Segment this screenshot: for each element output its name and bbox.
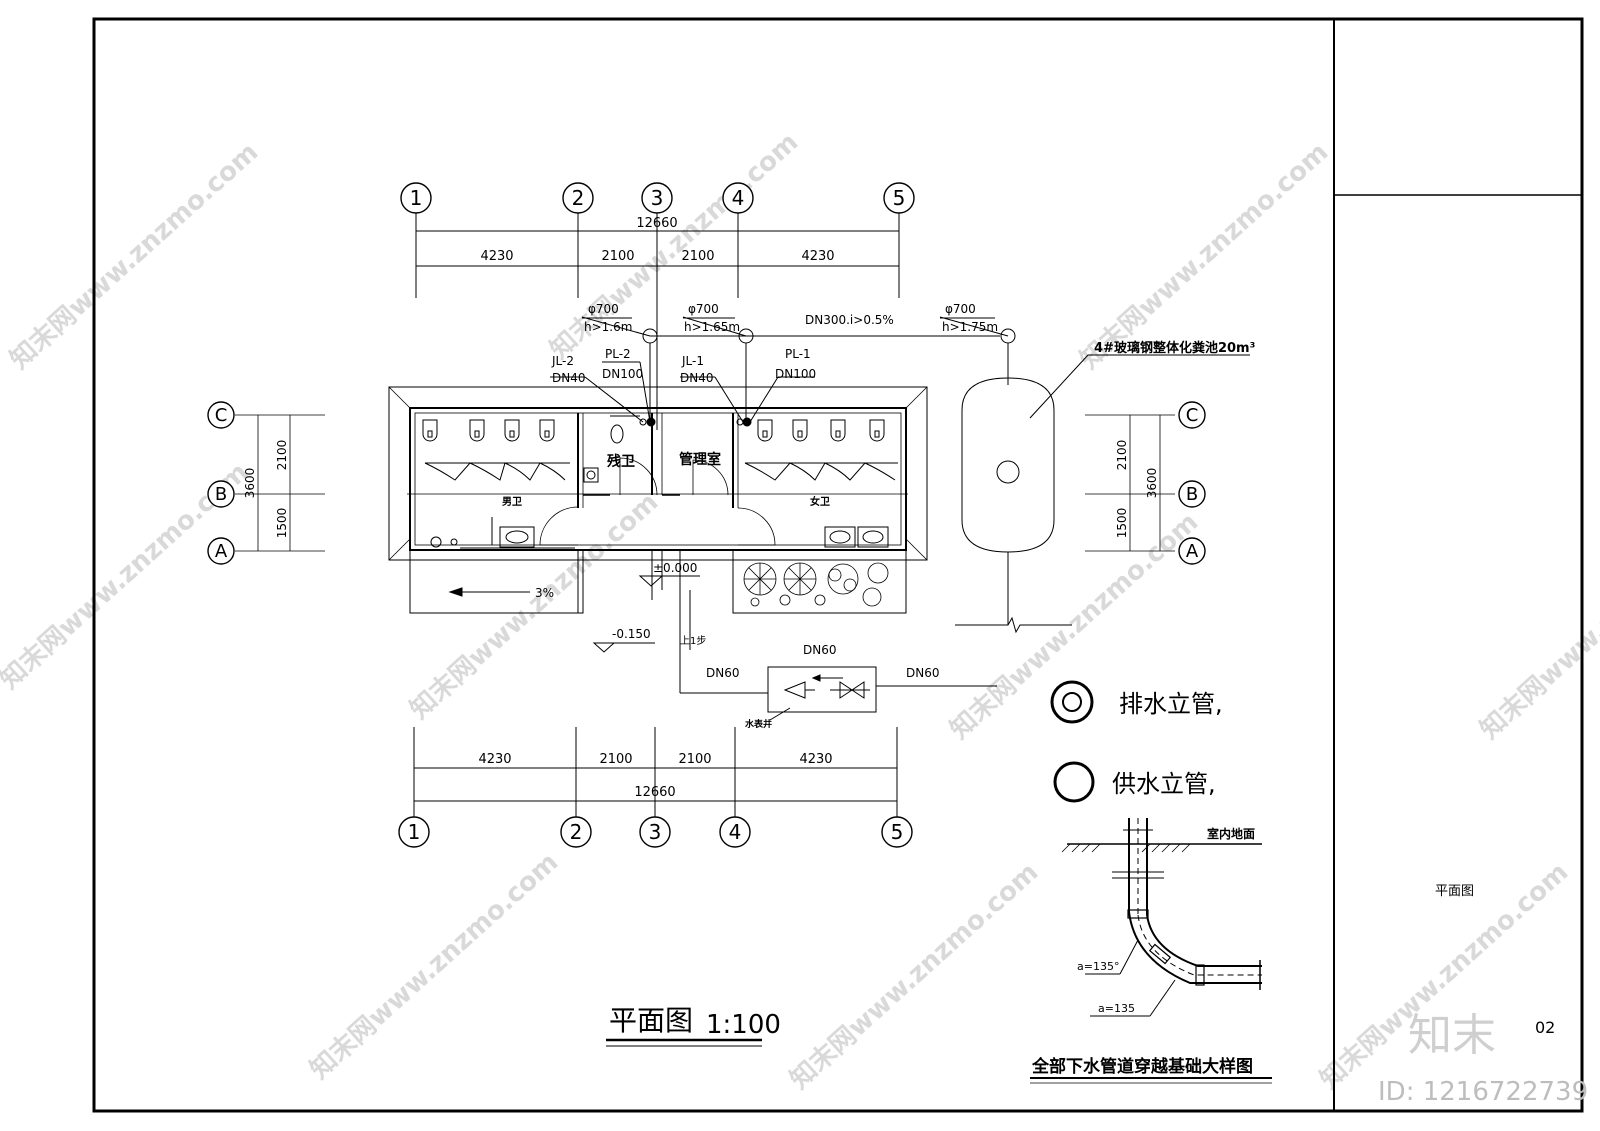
septic-tank bbox=[955, 354, 1250, 634]
step-label: 上1步 bbox=[680, 635, 706, 647]
riser-pl1-name: PL-1 bbox=[785, 347, 811, 361]
dim-row-3600-right: 3600 bbox=[1145, 468, 1159, 499]
dim-span-4-bottom: 4230 bbox=[799, 752, 832, 767]
grid-label-1: 1 bbox=[410, 186, 423, 210]
urinals-women bbox=[744, 419, 898, 481]
row-label-c-right: C bbox=[1186, 405, 1199, 426]
plan-title: 平面图 bbox=[609, 1004, 693, 1037]
detail-angle-2: a=135 bbox=[1098, 1002, 1135, 1015]
grid-label-5: 5 bbox=[893, 186, 906, 210]
riser-jl2-name: JL-2 bbox=[551, 354, 574, 368]
planting-bed bbox=[743, 562, 889, 607]
dim-row-2100-right: 2100 bbox=[1115, 440, 1129, 471]
plan-scale: 1:100 bbox=[706, 1010, 781, 1040]
watermark-logo: 知末 bbox=[1408, 1010, 1496, 1061]
legend-drain-riser: 排水立管, bbox=[1119, 690, 1223, 718]
watermark-id: ID: 1216722739 bbox=[1378, 1077, 1588, 1107]
bottom-dimension-lines bbox=[413, 727, 898, 818]
plumbing-fixtures bbox=[430, 415, 889, 549]
row-grid-bubbles bbox=[207, 401, 1206, 565]
top-dimension-lines bbox=[415, 213, 900, 430]
dim-row-2100-left: 2100 bbox=[275, 440, 289, 471]
dim-span-4: 4230 bbox=[801, 249, 834, 264]
water-right-pipe-label: DN60 bbox=[906, 666, 940, 680]
riser-jl2-size: DN40 bbox=[552, 371, 586, 385]
row-label-c-left: C bbox=[215, 405, 228, 426]
dim-total-bottom: 12660 bbox=[634, 785, 675, 800]
watermark-text: 知末网www.znzmo.com bbox=[785, 857, 1045, 1095]
level-outside: -0.150 bbox=[612, 627, 651, 641]
watermark-text: 知末网www.znzmo.com bbox=[305, 847, 565, 1085]
legend-symbols bbox=[1050, 680, 1095, 803]
watermark-text: 知末网www.znzmo.com bbox=[5, 137, 265, 375]
manhole-3-dia: φ700 bbox=[945, 302, 976, 316]
dim-span-2-bottom: 2100 bbox=[599, 752, 632, 767]
watermark-text: 知末网www.znzmo.com bbox=[405, 487, 665, 725]
legend-supply-riser: 供水立管, bbox=[1112, 770, 1216, 798]
dim-row-3600-left: 3600 bbox=[243, 468, 257, 499]
grid-label-3: 3 bbox=[651, 186, 664, 210]
water-meter-pipe-label: DN60 bbox=[803, 643, 837, 657]
detail-title: 全部下水管道穿越基础大样图 bbox=[1031, 1056, 1253, 1077]
grid-label-2: 2 bbox=[572, 186, 585, 210]
room-disabled-label: 残卫 bbox=[607, 453, 635, 470]
dim-span-1-bottom: 4230 bbox=[478, 752, 511, 767]
title-block-sheet-no: 02 bbox=[1535, 1018, 1555, 1037]
level-marks bbox=[448, 575, 700, 653]
dim-row-1500-left: 1500 bbox=[275, 508, 289, 539]
dim-total-top: 12660 bbox=[636, 216, 677, 231]
septic-tank-label: 4#玻璃钢整体化粪池20m³ bbox=[1094, 340, 1255, 356]
row-label-a-left: A bbox=[215, 541, 228, 562]
riser-pl2-size: DN100 bbox=[602, 367, 643, 381]
grid-label-1-bottom: 1 bbox=[408, 820, 421, 844]
dim-span-3-bottom: 2100 bbox=[678, 752, 711, 767]
grid-label-2-bottom: 2 bbox=[570, 820, 583, 844]
plan-title-underline bbox=[606, 1038, 762, 1047]
urinals-men bbox=[422, 419, 570, 481]
sewer-pipe-label: DN300.i>0.5% bbox=[805, 313, 894, 327]
row-label-b-right: B bbox=[1186, 484, 1198, 505]
grid-label-4: 4 bbox=[732, 186, 745, 210]
dim-row-1500-right: 1500 bbox=[1115, 508, 1129, 539]
detail-angle-1: a=135° bbox=[1077, 960, 1119, 973]
manhole-2-depth: h>1.65m bbox=[684, 320, 740, 334]
water-meter-well-label: 水表井 bbox=[745, 718, 772, 730]
watermark-layer: 知末网www.znzmo.com 知末网www.znzmo.com 知末网www… bbox=[0, 127, 1600, 1095]
grid-label-4-bottom: 4 bbox=[729, 820, 742, 844]
water-supply-line bbox=[679, 550, 997, 721]
room-management-label: 管理室 bbox=[679, 451, 721, 468]
slope-label: 3% bbox=[535, 586, 554, 600]
drawing-frame bbox=[92, 17, 1584, 1113]
room-men-label: 男卫 bbox=[502, 496, 522, 508]
dim-span-3: 2100 bbox=[681, 249, 714, 264]
building-outline bbox=[388, 386, 928, 614]
dim-span-2: 2100 bbox=[601, 249, 634, 264]
grid-label-5-bottom: 5 bbox=[891, 820, 904, 844]
title-block-sheet-name: 平面图 bbox=[1435, 884, 1474, 899]
room-women-label: 女卫 bbox=[810, 495, 830, 508]
watermark-text: 知末网www.znzmo.com bbox=[1075, 137, 1335, 375]
top-grid-bubbles bbox=[400, 182, 915, 214]
row-label-b-left: B bbox=[215, 484, 227, 505]
foundation-detail-drawing bbox=[1030, 818, 1272, 1084]
manhole-1-depth: h>1.6m bbox=[584, 320, 632, 334]
level-floor: ±0.000 bbox=[653, 561, 697, 575]
dim-span-1: 4230 bbox=[480, 249, 513, 264]
riser-jl1-size: DN40 bbox=[680, 371, 714, 385]
bottom-grid-bubbles bbox=[398, 816, 913, 848]
riser-pl1-size: DN100 bbox=[775, 367, 816, 381]
riser-jl1-name: JL-1 bbox=[681, 354, 704, 368]
manhole-3-depth: h>1.75m bbox=[942, 320, 998, 334]
manhole-2-dia: φ700 bbox=[688, 302, 719, 316]
manhole-1-dia: φ700 bbox=[588, 302, 619, 316]
grid-label-3-bottom: 3 bbox=[649, 820, 662, 844]
riser-pl2-name: PL-2 bbox=[605, 347, 631, 361]
water-left-pipe-label: DN60 bbox=[706, 666, 740, 680]
row-label-a-right: A bbox=[1186, 541, 1199, 562]
row-grid-lines bbox=[235, 414, 1175, 552]
detail-indoor-floor: 室内地面 bbox=[1207, 826, 1255, 841]
